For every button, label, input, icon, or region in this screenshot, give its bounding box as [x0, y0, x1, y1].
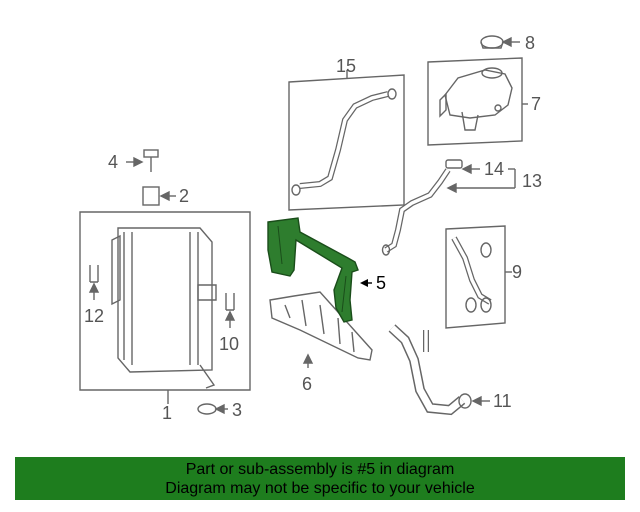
- part-2-bushing[interactable]: [142, 186, 176, 206]
- part-9-pipe-box[interactable]: [445, 225, 512, 329]
- part-7-tank-box[interactable]: [427, 57, 523, 146]
- callout-3: 3: [232, 400, 242, 420]
- part-11-hose[interactable]: [388, 324, 490, 416]
- callout-11: 11: [493, 391, 512, 411]
- part-8-cap[interactable]: [480, 35, 520, 49]
- callout-12: 12: [84, 306, 104, 326]
- callout-7: 7: [531, 94, 541, 114]
- part-15-hose-box[interactable]: [288, 74, 405, 211]
- callout-10: 10: [219, 334, 239, 354]
- banner-line-2: Diagram may not be specific to your vehi…: [165, 480, 475, 497]
- callout-14: 14: [484, 159, 504, 179]
- part-6-shroud[interactable]: [269, 291, 373, 368]
- callout-13: 13: [522, 171, 542, 191]
- callout-1: 1: [162, 403, 172, 423]
- callout-4: 4: [108, 152, 118, 172]
- callout-8: 8: [525, 33, 535, 53]
- callout-6: 6: [302, 374, 312, 394]
- part-12-clip[interactable]: [88, 265, 100, 300]
- callout-9: 9: [512, 262, 522, 282]
- part-4-bolt[interactable]: [126, 149, 159, 172]
- callout-15: 15: [336, 56, 356, 76]
- part-13-hose[interactable]: [381, 159, 516, 256]
- callout-2: 2: [179, 186, 189, 206]
- part-5-support-highlighted[interactable]: [267, 217, 372, 323]
- part-1-radiator-box[interactable]: [79, 211, 251, 404]
- banner-line-1: Part or sub-assembly is #5 in diagram: [185, 461, 455, 478]
- part-10-clip[interactable]: [224, 293, 236, 328]
- part-3-grommet[interactable]: [197, 403, 228, 415]
- callout-5: 5: [376, 273, 386, 293]
- parts-diagram: 1 2 3 4 5 6 7 8 9 10 11 12 13 14 15: [79, 33, 542, 423]
- info-banner: Part or sub-assembly is #5 in diagram Di…: [15, 457, 625, 500]
